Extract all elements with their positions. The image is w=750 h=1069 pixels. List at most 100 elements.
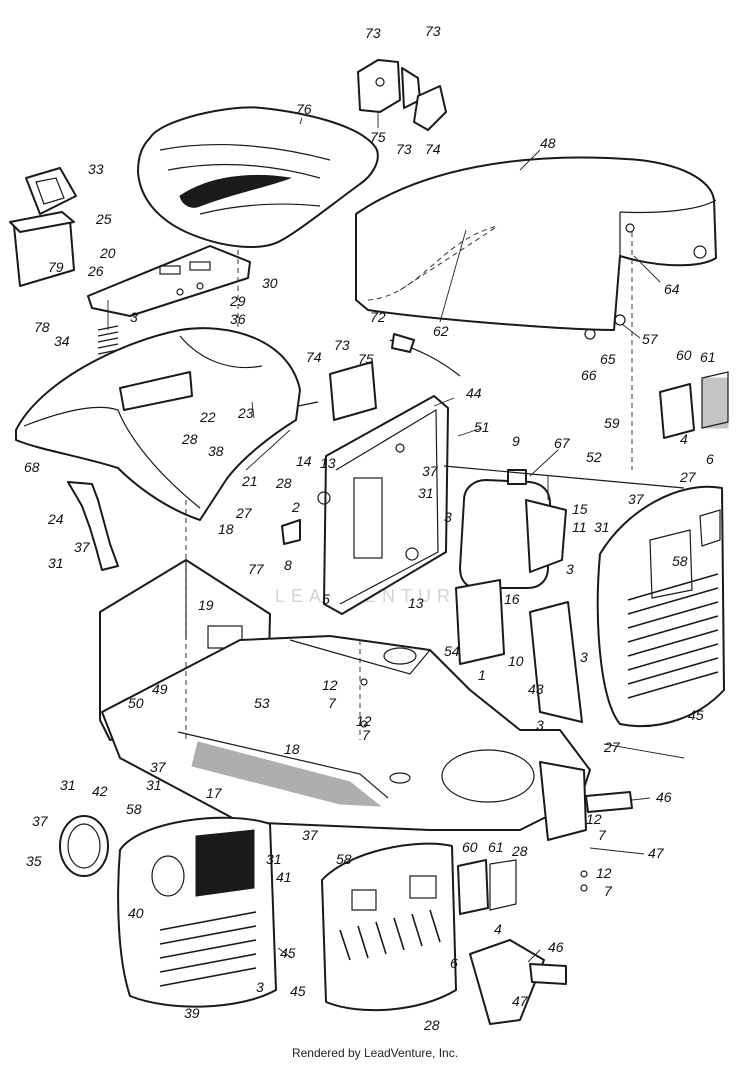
callout-37: 37 [302, 827, 319, 843]
callout-3: 3 [256, 979, 264, 995]
dash-panel [323, 395, 449, 615]
callout-73: 73 [396, 141, 412, 157]
front-nose-left [117, 816, 277, 1008]
callout-12: 12 [596, 865, 612, 881]
callout-62: 62 [433, 323, 449, 339]
callout-23: 23 [237, 405, 254, 421]
callout-16: 16 [504, 591, 520, 607]
callout-51: 51 [474, 419, 490, 435]
fasteners [185, 232, 685, 892]
callout-8: 8 [284, 557, 292, 573]
callout-19: 19 [198, 597, 214, 613]
callout-31: 31 [594, 519, 610, 535]
callout-24: 24 [47, 511, 64, 527]
callout-7: 7 [362, 727, 371, 743]
callout-33: 33 [88, 161, 104, 177]
callout-37: 37 [74, 539, 91, 555]
leader-lines [245, 117, 685, 963]
callout-9: 9 [512, 433, 520, 449]
callout-31: 31 [146, 777, 162, 793]
callout-7: 7 [328, 695, 337, 711]
callout-28: 28 [511, 843, 528, 859]
callout-59: 59 [604, 415, 620, 431]
callout-15: 15 [572, 501, 588, 517]
callout-61: 61 [488, 839, 504, 855]
callout-37: 37 [150, 759, 167, 775]
callout-31: 31 [48, 555, 64, 571]
callout-44: 44 [466, 385, 482, 401]
seat-spring [97, 300, 119, 367]
side-panels [455, 579, 583, 723]
callout-73: 73 [365, 25, 381, 41]
callout-76: 76 [296, 101, 312, 117]
callout-31: 31 [266, 851, 282, 867]
callout-21: 21 [241, 473, 258, 489]
callout-26: 26 [87, 263, 104, 279]
callout-72: 72 [370, 309, 386, 325]
callout-46: 46 [656, 789, 672, 805]
callout-30: 30 [262, 275, 278, 291]
fuel-tank [459, 469, 567, 589]
callout-42: 42 [92, 783, 108, 799]
callout-75: 75 [370, 129, 386, 145]
callout-7: 7 [598, 827, 607, 843]
callout-4: 4 [680, 431, 688, 447]
callout-73: 73 [334, 337, 350, 353]
callout-25: 25 [95, 211, 112, 227]
callout-46: 46 [548, 939, 564, 955]
callout-36: 36 [230, 311, 246, 327]
callout-43: 43 [528, 681, 544, 697]
callout-45: 45 [290, 983, 306, 999]
battery [9, 167, 77, 287]
callout-74: 74 [425, 141, 441, 157]
callout-47: 47 [512, 993, 529, 1009]
callout-79: 79 [48, 259, 64, 275]
callout-18: 18 [218, 521, 234, 537]
callout-27: 27 [603, 739, 621, 755]
front-grille-housing [596, 485, 725, 728]
callout-47: 47 [648, 845, 665, 861]
callout-45: 45 [280, 945, 296, 961]
callout-75: 75 [358, 351, 374, 367]
callout-35: 35 [26, 853, 42, 869]
callout-3: 3 [536, 717, 544, 733]
callout-37: 37 [628, 491, 645, 507]
callout-10: 10 [508, 653, 524, 669]
callout-18: 18 [284, 741, 300, 757]
callout-5: 5 [322, 591, 330, 607]
callout-1: 1 [478, 667, 486, 683]
callout-3: 3 [580, 649, 588, 665]
callout-49: 49 [152, 681, 168, 697]
callout-6: 6 [450, 955, 458, 971]
callout-13: 13 [408, 595, 424, 611]
callout-66: 66 [581, 367, 597, 383]
callout-31: 31 [60, 777, 76, 793]
callout-65: 65 [600, 351, 616, 367]
callout-34: 34 [54, 333, 70, 349]
callout-12: 12 [586, 811, 602, 827]
callout-28: 28 [275, 475, 292, 491]
callout-48: 48 [540, 135, 556, 151]
callout-41: 41 [276, 869, 292, 885]
callout-2: 2 [291, 499, 300, 515]
callout-28: 28 [181, 431, 198, 447]
exploded-parts-diagram: LEADVENTURE [9, 23, 729, 1033]
callout-12: 12 [356, 713, 372, 729]
callout-31: 31 [418, 485, 434, 501]
callout-3: 3 [130, 309, 138, 325]
callout-58: 58 [672, 553, 688, 569]
callout-68: 68 [24, 459, 40, 475]
callout-45: 45 [688, 707, 704, 723]
callout-38: 38 [208, 443, 224, 459]
footer-credit: Rendered by LeadVenture, Inc. [291, 1046, 459, 1060]
seat-pan [87, 245, 251, 317]
seat [137, 106, 379, 248]
callout-57: 57 [642, 331, 659, 347]
callout-3: 3 [444, 509, 452, 525]
front-nose-center [321, 842, 457, 1012]
callout-11: 11 [572, 519, 587, 535]
callout-40: 40 [128, 905, 144, 921]
headlight [59, 815, 109, 877]
callout-58: 58 [126, 801, 142, 817]
callout-60: 60 [676, 347, 692, 363]
